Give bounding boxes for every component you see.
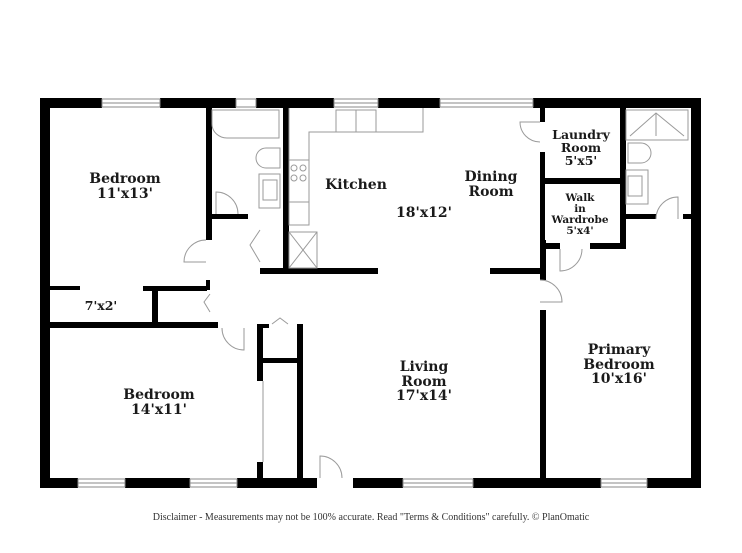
room-name: Bedroom [583, 356, 655, 373]
room-name: Room [468, 183, 514, 200]
room-name: Room [560, 140, 602, 156]
room-size: 10'x16' [591, 371, 647, 388]
windows [77, 98, 648, 488]
room-label-bedroom-2: Bedroom 14'x11' [123, 388, 194, 417]
room-size: 5'x4' [566, 225, 594, 238]
room-name: Primary [587, 342, 651, 358]
room-name: Bedroom [89, 171, 161, 187]
room-size: 11'x13' [97, 185, 153, 202]
room-size: 14'x11' [131, 401, 187, 418]
room-name: Bedroom [123, 387, 195, 403]
room-size: 5'x5' [564, 153, 598, 169]
room-name: Living [399, 359, 449, 375]
room-label-primary-bedroom: Primary Bedroom 10'x16' [583, 343, 654, 387]
room-label-closet: 7'x2' [85, 299, 118, 312]
room-name: Laundry [552, 127, 610, 142]
room-label-kitchen-dining-size: 18'x12' [396, 206, 452, 221]
disclaimer-text: Disclaimer - Measurements may not be 100… [152, 512, 590, 523]
room-label-bedroom-1: Bedroom 11'x13' [89, 172, 160, 201]
room-label-dining-room: Dining Room [465, 170, 518, 199]
room-name: Wardrobe [551, 214, 609, 227]
interior-walls [50, 108, 691, 484]
room-size: 7'x2' [84, 298, 118, 313]
room-name: Walk [565, 192, 595, 204]
room-label-walk-in-wardrobe: Walk in Wardrobe 5'x4' [551, 192, 609, 238]
room-label-laundry-room: Laundry Room 5'x5' [552, 127, 610, 169]
fixtures [211, 108, 689, 269]
exterior-walls [40, 98, 701, 488]
room-label-kitchen: Kitchen [325, 178, 387, 193]
room-label-living-room: Living Room 17'x14' [396, 360, 452, 404]
room-name: Dining [464, 169, 518, 185]
room-name: Kitchen [325, 177, 387, 193]
room-size: 18'x12' [396, 205, 452, 221]
room-name: in [574, 203, 586, 216]
room-name: Room [401, 373, 447, 390]
doors [183, 121, 679, 479]
room-size: 17'x14' [396, 388, 452, 405]
